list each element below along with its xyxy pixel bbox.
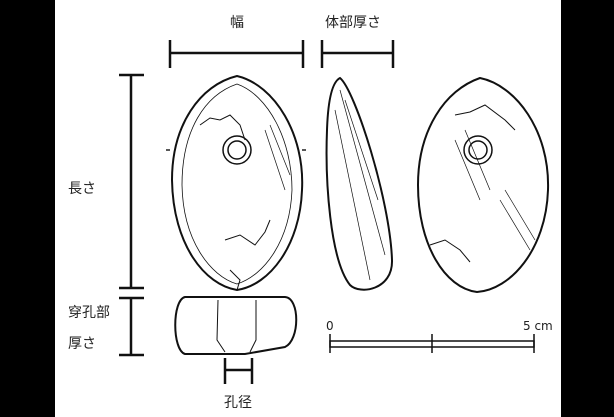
length-label: 長さ	[68, 181, 96, 197]
bottom-view	[174, 296, 298, 355]
back-view	[416, 76, 550, 294]
front-view	[166, 74, 306, 292]
body-thickness-label: 体部厚さ	[325, 15, 381, 31]
hole-diameter-label: 孔径	[224, 395, 252, 411]
scale-bar	[329, 334, 535, 353]
side-view	[325, 76, 394, 291]
perforation-thickness-label: 穿孔部	[68, 305, 110, 321]
scale-start-label: 0	[326, 319, 334, 333]
width-dimension-bar	[168, 40, 305, 68]
body-thickness-dimension-bar	[320, 40, 395, 68]
scale-end-label: 5 cm	[523, 319, 553, 333]
perforation-thickness-dimension-bar	[119, 296, 144, 357]
width-label: 幅	[230, 15, 244, 31]
hole-diameter-dimension-bar	[223, 358, 254, 384]
perforation-thickness-label-2: 厚さ	[68, 336, 96, 352]
length-dimension-bar	[119, 73, 144, 290]
